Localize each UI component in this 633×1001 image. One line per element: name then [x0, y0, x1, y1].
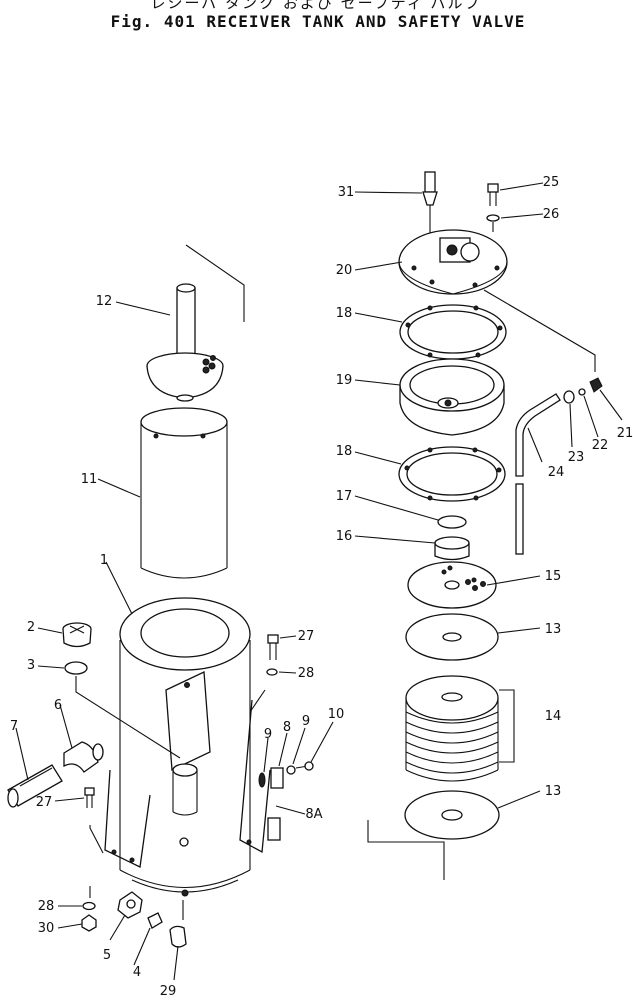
part-28-washer-right [266, 668, 278, 676]
part-14-filter-stack [405, 675, 515, 782]
callout-9-right: 9 [302, 714, 310, 729]
part-7-pipe [7, 764, 63, 808]
callout-25: 25 [543, 175, 560, 190]
callout-8a: 8A [305, 807, 322, 822]
callout-16: 16 [336, 529, 353, 544]
callout-17: 17 [336, 489, 353, 504]
callout-26: 26 [543, 207, 560, 222]
part-28-washer-left [82, 901, 96, 911]
leader-lines [15, 182, 623, 981]
part-27-bolt-left [84, 787, 104, 854]
callout-9-left: 9 [264, 727, 272, 742]
callout-19: 19 [336, 373, 353, 388]
callout-12: 12 [96, 294, 113, 309]
part-13-disc-lower [367, 790, 500, 880]
callout-28-left: 28 [38, 899, 55, 914]
callout-13-lower: 13 [545, 784, 562, 799]
part-30-nut [81, 914, 97, 932]
part-17-o-ring [437, 515, 467, 529]
part-19-flange-head [399, 358, 505, 436]
callout-30: 30 [38, 921, 55, 936]
part-21-elbow [589, 377, 603, 393]
callout-24: 24 [548, 465, 565, 480]
callout-27-right: 27 [298, 629, 315, 644]
callout-4: 4 [133, 965, 141, 980]
callout-7: 7 [10, 719, 18, 734]
callout-18-lower: 18 [336, 444, 353, 459]
callout-1: 1 [100, 553, 108, 568]
callout-21: 21 [617, 426, 633, 441]
callout-27-left: 27 [36, 795, 53, 810]
callout-15: 15 [545, 569, 562, 584]
callout-20: 20 [336, 263, 353, 278]
part-9-washer-right [286, 765, 296, 775]
part-1-receiver-tank [104, 597, 271, 897]
part-9-gasket-left [258, 772, 266, 788]
callout-11: 11 [81, 472, 98, 487]
part-23-nut [563, 390, 575, 404]
callout-6: 6 [54, 698, 62, 713]
part-31-safety-valve [422, 171, 438, 250]
part-22-sleeve [578, 388, 586, 396]
callout-31: 31 [338, 185, 355, 200]
callout-13-upper: 13 [545, 622, 562, 637]
part-15-plate [407, 561, 497, 609]
part-6-elbow [63, 741, 104, 773]
part-29-cap [169, 900, 187, 948]
figure-title: Fig. 401 RECEIVER TANK AND SAFETY VALVE [111, 12, 526, 31]
callout-10: 10 [328, 707, 345, 722]
callout-28-right: 28 [298, 666, 315, 681]
callout-14: 14 [545, 709, 562, 724]
callout-2: 2 [27, 620, 35, 635]
part-12-standpipe [146, 244, 245, 402]
part-24-tube [515, 393, 561, 555]
part-18-gasket-lower [398, 446, 506, 502]
part-3-o-ring [64, 661, 88, 675]
callout-29: 29 [160, 984, 177, 996]
part-16-bushing [434, 536, 470, 561]
callout-22: 22 [592, 438, 609, 453]
part-13-disc-upper [405, 613, 499, 661]
part-18-gasket-upper [399, 304, 507, 360]
part-27-bolt-right [267, 634, 279, 660]
part-8-block [270, 767, 284, 789]
figure-title-japanese: レシーバ タンク および セーフティ バルブ [150, 0, 481, 12]
callout-23: 23 [568, 450, 585, 465]
callout-8: 8 [283, 720, 291, 735]
part-4-nipple [147, 912, 163, 929]
part-25-bolt [487, 183, 499, 206]
callout-5: 5 [103, 948, 111, 963]
part-5-fitting [117, 891, 143, 919]
part-2-plug [62, 622, 92, 648]
part-26-washer [486, 214, 500, 222]
part-8a-block [267, 817, 281, 841]
part-10-screw [295, 761, 314, 771]
callout-3: 3 [27, 658, 35, 673]
callout-18-upper: 18 [336, 306, 353, 321]
part-11-cylinder [140, 407, 228, 579]
